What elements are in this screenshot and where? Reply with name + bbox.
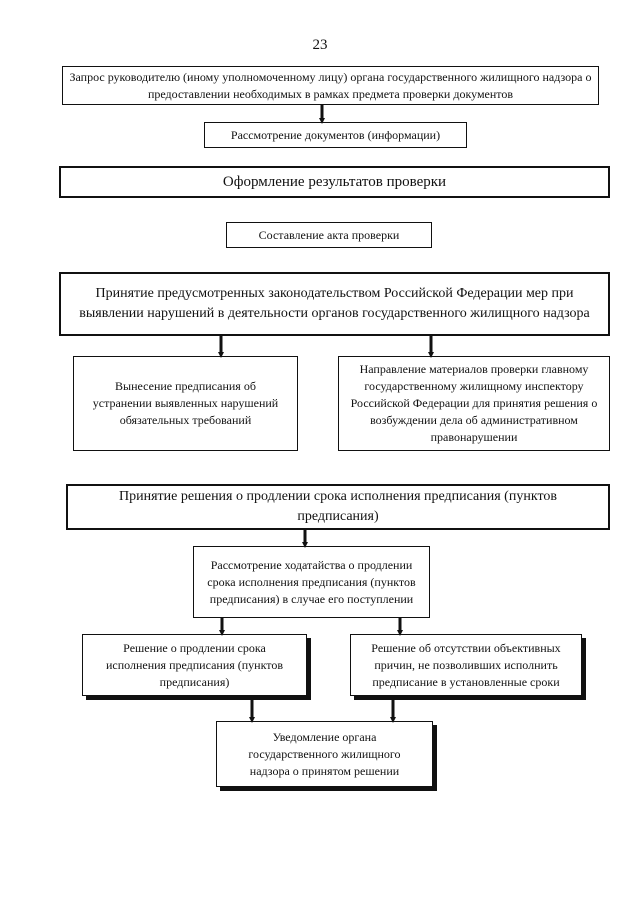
request-documents-box: Запрос руководителю (иному уполномоченно… (62, 66, 599, 105)
act-box: Составление акта проверки (226, 222, 432, 248)
materials-text: Направление материалов проверки главному… (350, 362, 598, 444)
petition-box: Рассмотрение ходатайства о продлении сро… (193, 546, 430, 618)
results-box: Оформление результатов проверки (59, 166, 610, 198)
prescription-box: Вынесение предписания об устранении выяв… (73, 356, 298, 451)
extension-box: Принятие решения о продлении срока испол… (66, 484, 610, 530)
decision-extend-box: Решение о продлении срока исполнения пре… (82, 634, 307, 696)
materials-box: Направление материалов проверки главному… (338, 356, 610, 451)
results-text: Оформление результатов проверки (222, 173, 447, 190)
page-number: 23 (312, 37, 328, 53)
request-documents-text: Запрос руководителю (иному уполномоченно… (69, 69, 592, 101)
petition-text: Рассмотрение ходатайства о продлении сро… (207, 557, 416, 606)
measures-box: Принятие предусмотренных законодательств… (59, 272, 610, 336)
decision-absence-box: Решение об отсутствии объективных причин… (350, 634, 582, 696)
notify-box: Уведомление органа государственного жили… (216, 721, 433, 787)
act-text: Составление акта проверки (258, 227, 400, 242)
decision-absence-text: Решение об отсутствии объективных причин… (371, 640, 561, 689)
review-documents-box: Рассмотрение документов (информации) (204, 122, 467, 148)
prescription-text: Вынесение предписания об устранении выяв… (92, 379, 279, 427)
notify-text: Уведомление органа государственного жили… (248, 729, 401, 778)
measures-text: Принятие предусмотренных законодательств… (79, 286, 590, 321)
extension-text: Принятие решения о продлении срока испол… (119, 489, 557, 524)
decision-extend-text: Решение о продлении срока исполнения пре… (105, 640, 284, 689)
review-documents-text: Рассмотрение документов (информации) (230, 127, 441, 142)
